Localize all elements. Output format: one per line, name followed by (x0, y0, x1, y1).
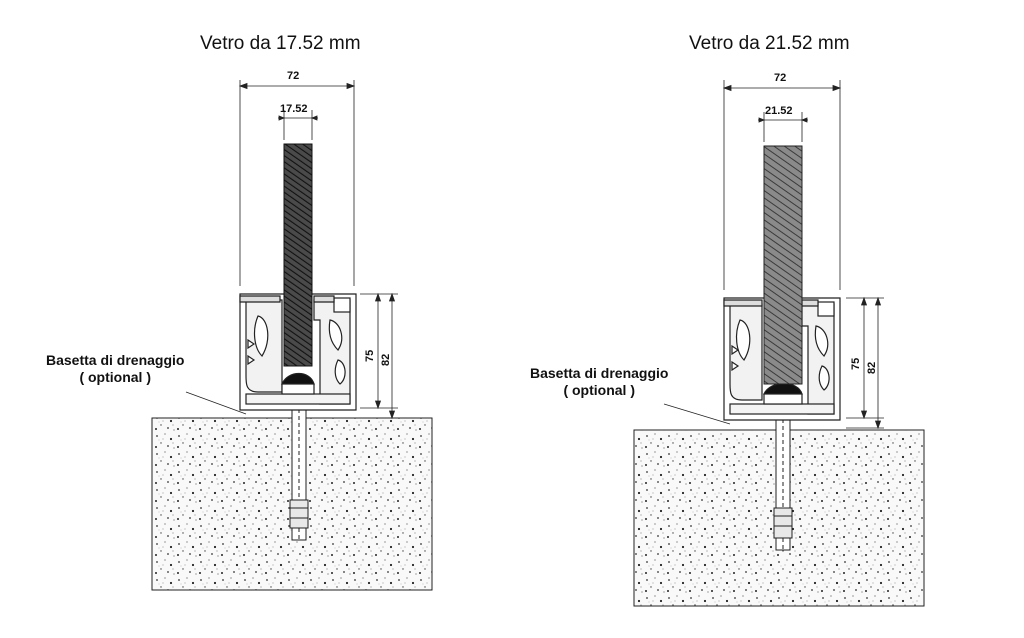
callout-line-2: ( optional ) (563, 382, 635, 398)
dim-height-inner-label: 75 (850, 357, 862, 370)
anchor-bolt (289, 394, 309, 541)
dim-width-label: 72 (774, 72, 787, 84)
dim-height-inner-label: 75 (364, 349, 376, 362)
anchor-bolt (773, 404, 793, 551)
aluminium-profile (239, 293, 357, 411)
dim-height-outer-label: 82 (866, 361, 878, 374)
dim-glass-label: 21.52 (765, 105, 793, 117)
drawing-panel-21-52: Vetro da 21.52 mm 72 21.52 75 82 Basetta… (512, 0, 1024, 638)
callout-line-1: Basetta di drenaggio (46, 352, 185, 368)
callout-label: Basetta di drenaggio ( optional ) (530, 365, 668, 399)
section-drawing-21-52 (633, 80, 925, 607)
dimension-lines (663, 80, 884, 430)
dim-height-outer-label: 82 (380, 353, 392, 366)
callout-line-1: Basetta di drenaggio (530, 365, 669, 381)
drawing-panel-17-52: Vetro da 17.52 mm 72 17.52 75 82 Basetta… (46, 33, 433, 591)
dim-width-label: 72 (287, 70, 300, 82)
glass-panel (283, 143, 313, 367)
glass-panel (763, 145, 803, 385)
panel-title: Vetro da 21.52 mm (689, 33, 850, 54)
callout-label: Basetta di drenaggio ( optional ) (46, 352, 184, 386)
callout-line-2: ( optional ) (79, 369, 151, 385)
panel-title: Vetro da 17.52 mm (200, 33, 361, 54)
dim-glass-label: 17.52 (280, 103, 308, 115)
section-drawing-17-52 (151, 80, 433, 591)
dimension-lines (185, 80, 398, 420)
